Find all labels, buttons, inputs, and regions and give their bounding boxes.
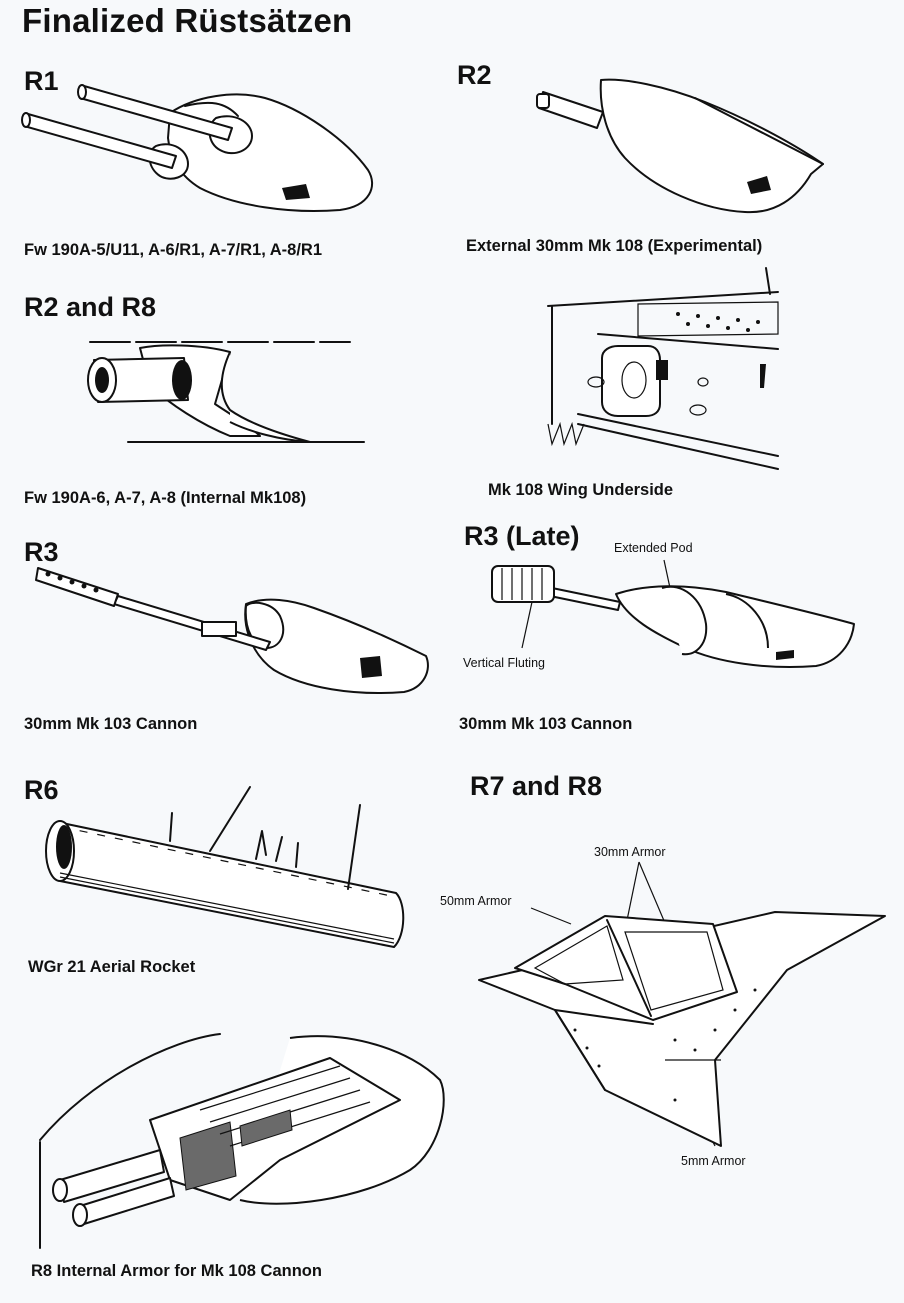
r8armor-caption: R8 Internal Armor for Mk 108 Cannon: [31, 1262, 322, 1280]
r3late-caption: 30mm Mk 103 Cannon: [459, 715, 633, 733]
r6-rocket-tube-drawing: [40, 785, 405, 955]
r2r8-wing-cannon-barrel-drawing: [80, 334, 370, 454]
r3late-annotation-extended-pod: Extended Pod: [614, 541, 693, 555]
r8-internal-armor-drawing: [30, 1030, 455, 1250]
r3late-extended-pod-drawing: [486, 558, 861, 676]
r6-caption: WGr 21 Aerial Rocket: [28, 958, 196, 976]
wing-caption: Mk 108 Wing Underside: [488, 481, 674, 499]
r3-cannon-pod-drawing: [34, 560, 434, 700]
r2-heading: R2: [457, 60, 492, 90]
r1-caption: Fw 190A-5/U11, A-6/R1, A-7/R1, A-8/R1: [24, 241, 323, 259]
r1-heading: R1: [24, 66, 59, 96]
r2-caption: External 30mm Mk 108 (Experimental): [466, 237, 763, 255]
r2r8-caption: Fw 190A-6, A-7, A-8 (Internal Mk108): [24, 489, 307, 507]
r3late-heading: R3 (Late): [464, 521, 580, 551]
r2r8-heading: R2 and R8: [24, 292, 157, 322]
r6-heading: R6: [24, 775, 59, 805]
wing-underside-panel-drawing: [538, 264, 788, 482]
r3-heading: R3: [24, 537, 59, 567]
r3late-annotation-vertical-fluting: Vertical Fluting: [463, 656, 545, 670]
r1-twin-cannon-pod-drawing: [20, 78, 380, 218]
r7r8-annotation-30mm-armor: 30mm Armor: [594, 845, 666, 859]
r7r8-annotation-50mm-armor: 50mm Armor: [440, 894, 512, 908]
r7r8-heading: R7 and R8: [470, 771, 603, 801]
r2-single-cannon-pod-drawing: [535, 78, 835, 218]
r7r8-annotation-5mm-armor: 5mm Armor: [681, 1154, 746, 1168]
r7r8-armored-canopy-drawing: [475, 860, 887, 1160]
r3-caption: 30mm Mk 103 Cannon: [24, 715, 198, 733]
page-title: Finalized Rüstsätzen: [22, 2, 353, 39]
